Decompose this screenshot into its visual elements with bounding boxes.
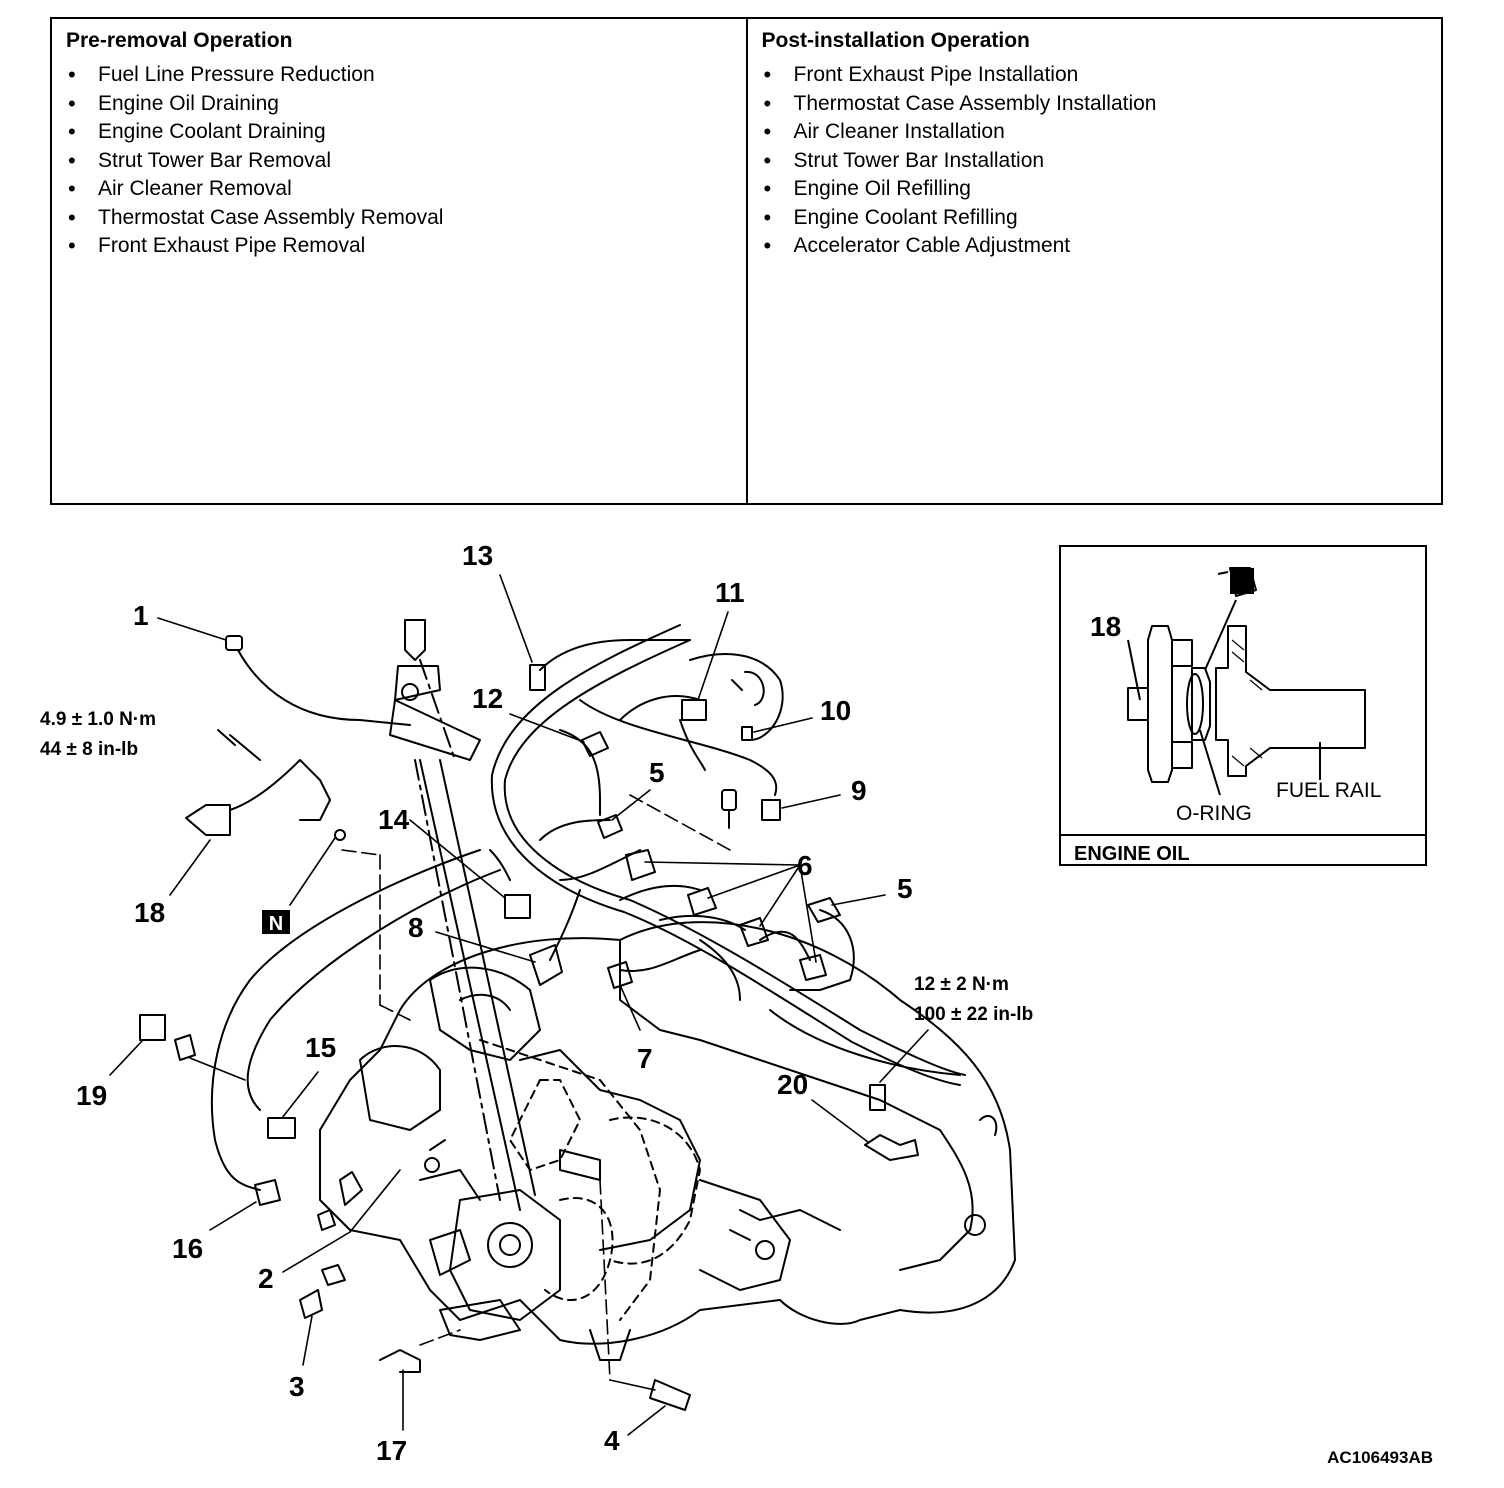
callout-5: 5 xyxy=(897,873,913,904)
o-ring-label: O-RING xyxy=(1176,802,1252,825)
torque-18-imperial: 44 ± 8 in-lb xyxy=(40,739,138,760)
inset-detail: 18 O-RING FUEL RAIL ENGINE OIL xyxy=(1059,545,1427,866)
pre-removal-item: Thermostat Case Assembly Removal xyxy=(66,204,732,233)
post-installation-title: Post-installation Operation xyxy=(761,29,1030,52)
callout-5: 5 xyxy=(649,757,665,788)
inset-caption: ENGINE OIL xyxy=(1074,843,1190,865)
callout-7: 7 xyxy=(637,1043,653,1074)
callout-numbers: 1 2 3 4 5 5 6 7 8 9 10 11 12 13 14 15 16… xyxy=(76,540,913,1466)
callout-16: 16 xyxy=(172,1233,203,1264)
oil-can-icon xyxy=(1230,568,1254,594)
fuel-rail-label: FUEL RAIL xyxy=(1276,779,1381,802)
engine-block-drawing xyxy=(319,921,1016,1361)
post-installation-column: Post-installation Operation Front Exhaus… xyxy=(745,19,1442,503)
pre-removal-item: Front Exhaust Pipe Removal xyxy=(66,232,732,261)
callout-2: 2 xyxy=(258,1263,274,1294)
callout-9: 9 xyxy=(851,775,867,806)
post-installation-item: Thermostat Case Assembly Installation xyxy=(762,90,1428,119)
pre-removal-item: Strut Tower Bar Removal xyxy=(66,147,732,176)
leader-lines xyxy=(109,574,929,1436)
wiring-harness-drawing xyxy=(210,624,966,1191)
figure-code: AC106493AB xyxy=(1327,1448,1433,1467)
pre-removal-title: Pre-removal Operation xyxy=(66,29,293,52)
callout-18: 18 xyxy=(134,897,165,928)
callout-13: 13 xyxy=(462,540,493,571)
callout-1: 1 xyxy=(133,600,149,631)
callout-8: 8 xyxy=(408,912,424,943)
post-installation-item: Engine Coolant Refilling xyxy=(762,204,1428,233)
pre-removal-item: Air Cleaner Removal xyxy=(66,175,732,204)
torque-20-metric: 12 ± 2 N·m xyxy=(914,974,1009,995)
new-part-marker-label: N xyxy=(269,913,283,935)
callout-20: 20 xyxy=(777,1069,808,1100)
pre-removal-column: Pre-removal Operation Fuel Line Pressure… xyxy=(52,19,746,503)
post-installation-item: Air Cleaner Installation xyxy=(762,118,1428,147)
torque-18-metric: 4.9 ± 1.0 N·m xyxy=(40,709,156,730)
pre-removal-item: Engine Coolant Draining xyxy=(66,118,732,147)
callout-15: 15 xyxy=(305,1032,336,1063)
callout-17: 17 xyxy=(376,1435,407,1466)
post-installation-item: Front Exhaust Pipe Installation xyxy=(762,61,1428,90)
post-installation-item: Engine Oil Refilling xyxy=(762,175,1428,204)
pre-removal-item: Fuel Line Pressure Reduction xyxy=(66,61,732,90)
post-installation-list: Front Exhaust Pipe Installation Thermost… xyxy=(762,61,1428,261)
pre-removal-list: Fuel Line Pressure Reduction Engine Oil … xyxy=(66,61,732,261)
callout-11: 11 xyxy=(715,577,745,608)
operations-table: Pre-removal Operation Fuel Line Pressure… xyxy=(50,17,1443,505)
torque-20-imperial: 100 ± 22 in-lb xyxy=(914,1004,1033,1025)
callout-10: 10 xyxy=(820,695,851,726)
callout-19: 19 xyxy=(76,1080,107,1111)
pre-removal-item: Engine Oil Draining xyxy=(66,90,732,119)
callout-14: 14 xyxy=(378,804,410,835)
inset-part-number: 18 xyxy=(1090,611,1121,642)
post-installation-item: Accelerator Cable Adjustment xyxy=(762,232,1428,261)
inset-drawing xyxy=(1127,567,1366,796)
new-part-marker: N xyxy=(262,910,290,935)
post-installation-item: Strut Tower Bar Installation xyxy=(762,147,1428,176)
connector-drawings xyxy=(139,635,919,1411)
callout-12: 12 xyxy=(472,683,503,714)
callout-4: 4 xyxy=(604,1425,620,1456)
callout-6: 6 xyxy=(797,850,813,881)
callout-3: 3 xyxy=(289,1371,305,1402)
harness-bracket-drawing xyxy=(389,619,536,1211)
